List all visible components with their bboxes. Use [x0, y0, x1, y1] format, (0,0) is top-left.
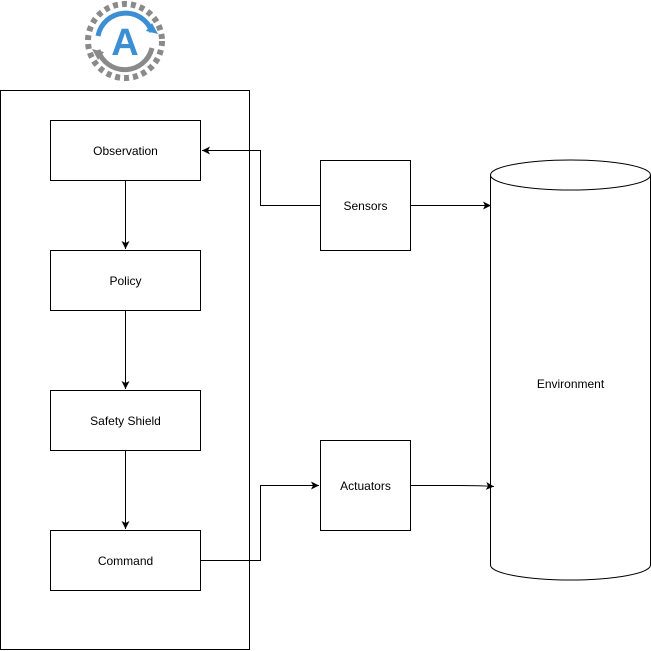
actuators-label: Actuators	[340, 479, 391, 493]
observation-label: Observation	[93, 144, 158, 158]
sensors-box	[320, 160, 411, 251]
autonomy-cycle-logo-icon: A	[85, 1, 165, 81]
safety-shield-label: Safety Shield	[90, 414, 161, 428]
command-label: Command	[98, 554, 153, 568]
observation-box	[50, 120, 201, 181]
edge-command-to-actuators	[200, 481, 319, 561]
sensors-label: Sensors	[343, 199, 387, 213]
environment-label: Environment	[537, 377, 605, 391]
logo-letter: A	[111, 22, 138, 64]
edge-sensors-to-observation	[202, 146, 321, 206]
policy-label: Policy	[109, 274, 141, 288]
edge-actuators-to-environment	[410, 481, 495, 490]
safety-shield-box	[50, 390, 201, 451]
environment-cylinder	[490, 159, 651, 581]
